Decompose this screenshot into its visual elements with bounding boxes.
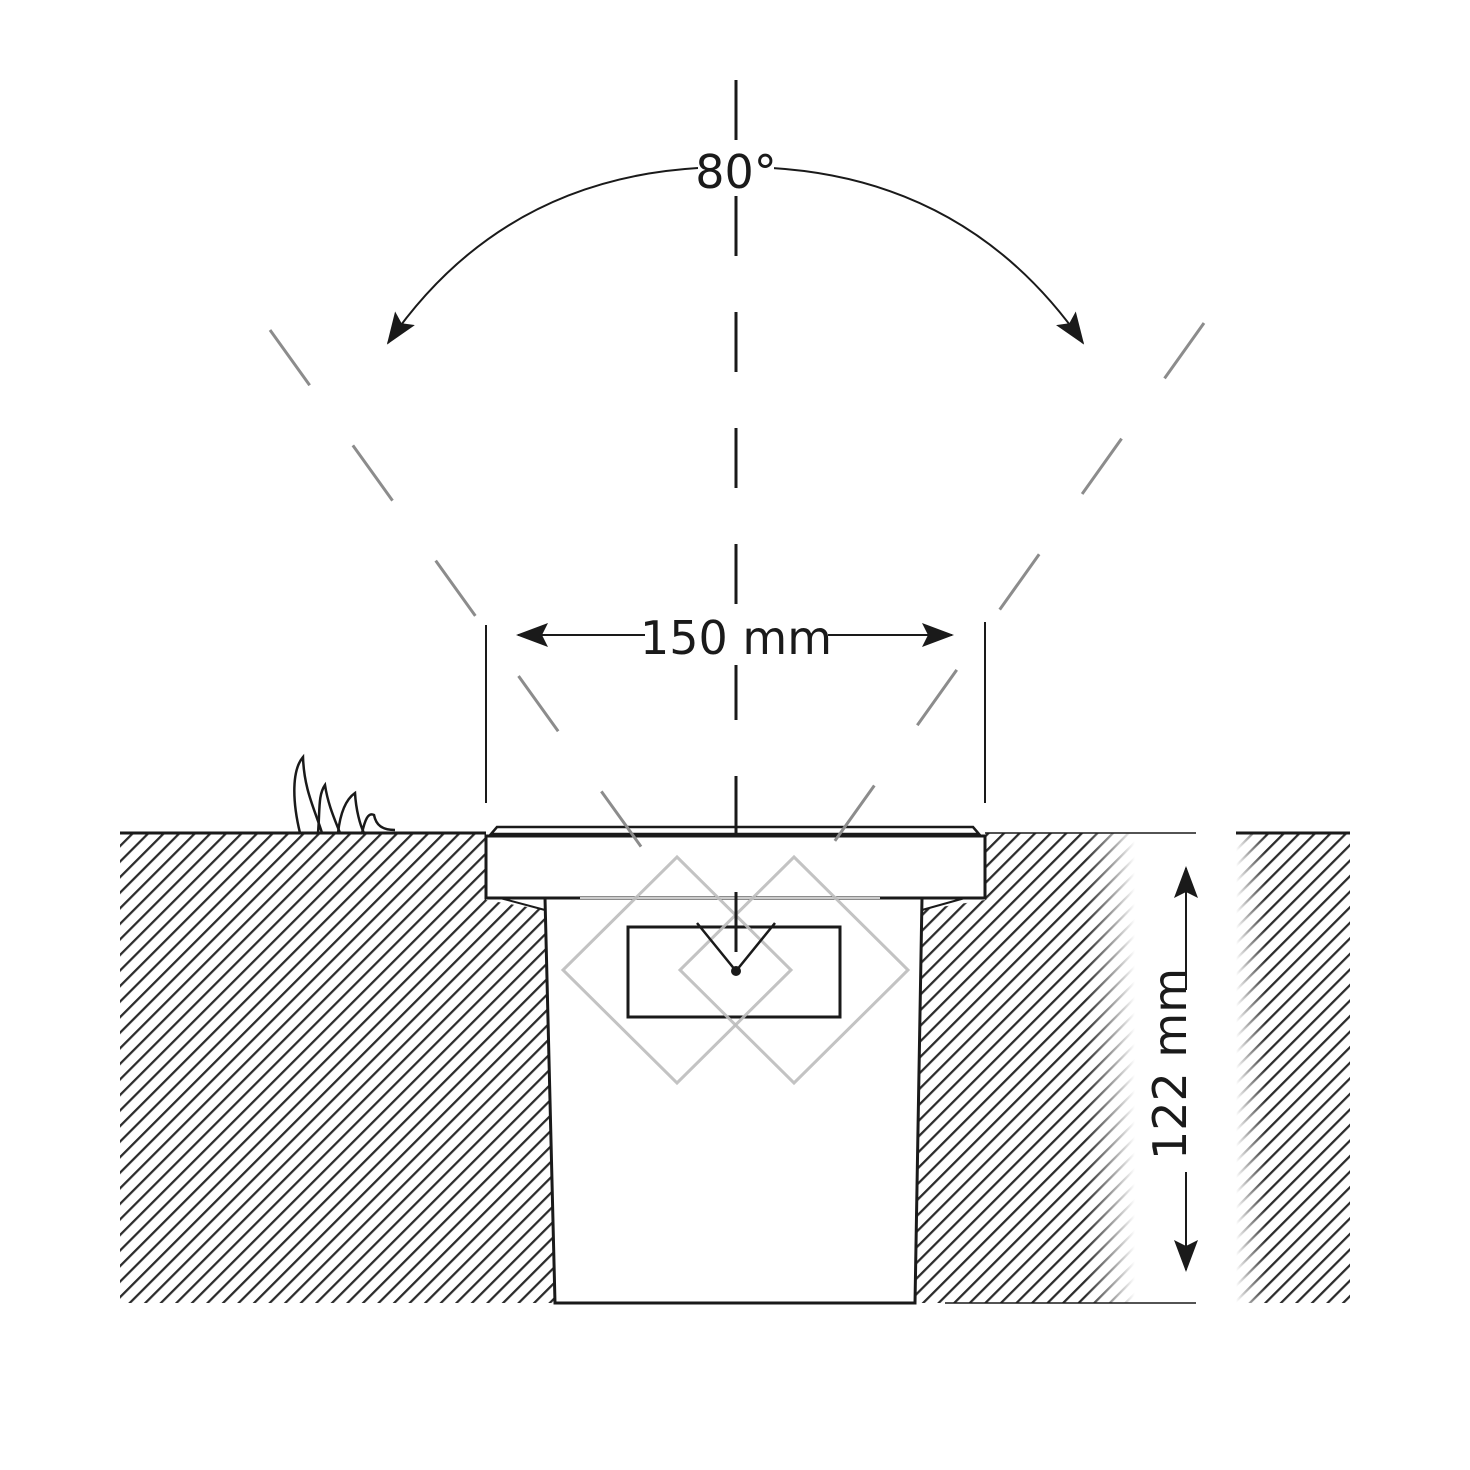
ground-hatched <box>120 830 1350 1306</box>
beam-angle-arc <box>386 167 699 345</box>
width-label: 150 mm <box>640 611 832 665</box>
light-module <box>626 925 842 1019</box>
width-dimension <box>485 622 986 803</box>
beam-edge-lines <box>268 322 1206 874</box>
light-center-dot <box>731 966 741 976</box>
beam-angle-label: 80° <box>695 145 777 199</box>
grass-icon <box>293 753 396 834</box>
depth-label: 122 mm <box>1143 968 1197 1160</box>
